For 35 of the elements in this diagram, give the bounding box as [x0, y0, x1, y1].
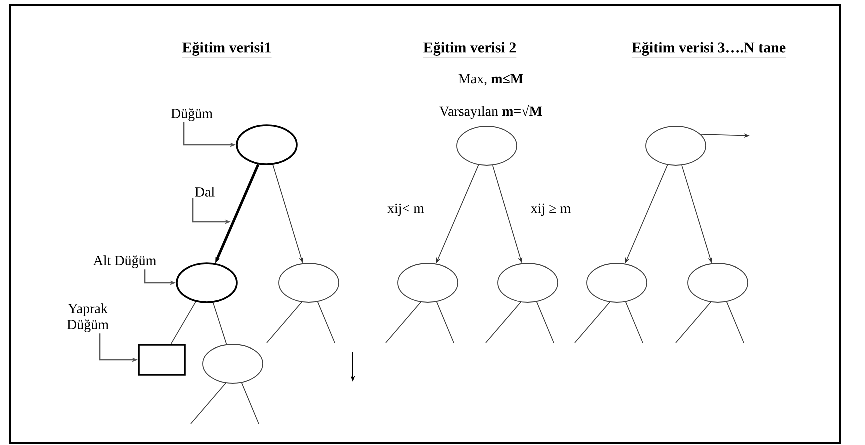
node-label: Dal [195, 187, 215, 197]
branch-line [242, 382, 260, 424]
tree-node-ellipse [236, 124, 298, 166]
branch-line [386, 302, 422, 344]
tree-node-ellipse [586, 263, 648, 303]
branch-line [190, 383, 226, 424]
tree-node-ellipse [456, 126, 518, 166]
tree-node-ellipse [176, 262, 238, 304]
tree-node-ellipse [646, 126, 706, 166]
tree-node-ellipse [688, 263, 748, 303]
branch-line [436, 302, 454, 344]
node-label: Alt Düğüm [93, 256, 156, 268]
note: Max, m≤M [458, 74, 524, 86]
tree-node-ellipse [202, 344, 264, 384]
branch-line [170, 302, 196, 344]
edge-label: xij ≥ m [530, 204, 571, 216]
branch-line [626, 302, 644, 344]
branch-line [486, 302, 522, 344]
branch-line [266, 302, 302, 344]
node-label: Düğüm [171, 108, 213, 122]
heading: Eğitim verisi 3….N tane [632, 42, 786, 58]
branch-line [574, 302, 610, 344]
branch-line [213, 302, 228, 345]
heading: Eğitim verisi1 [182, 42, 272, 58]
tree-node-ellipse [278, 263, 340, 303]
leaf-box [138, 344, 186, 376]
branch-line [676, 302, 712, 344]
branch-line [726, 302, 744, 344]
edge-label: xij< m [388, 204, 424, 216]
heading: Eğitim verisi 2 [423, 42, 517, 58]
branch-line [536, 302, 554, 344]
node-label: Yaprak Düğüm [67, 304, 109, 332]
tree-node-ellipse [498, 263, 558, 303]
tree-node-ellipse [398, 263, 458, 303]
branch-line [318, 302, 336, 344]
